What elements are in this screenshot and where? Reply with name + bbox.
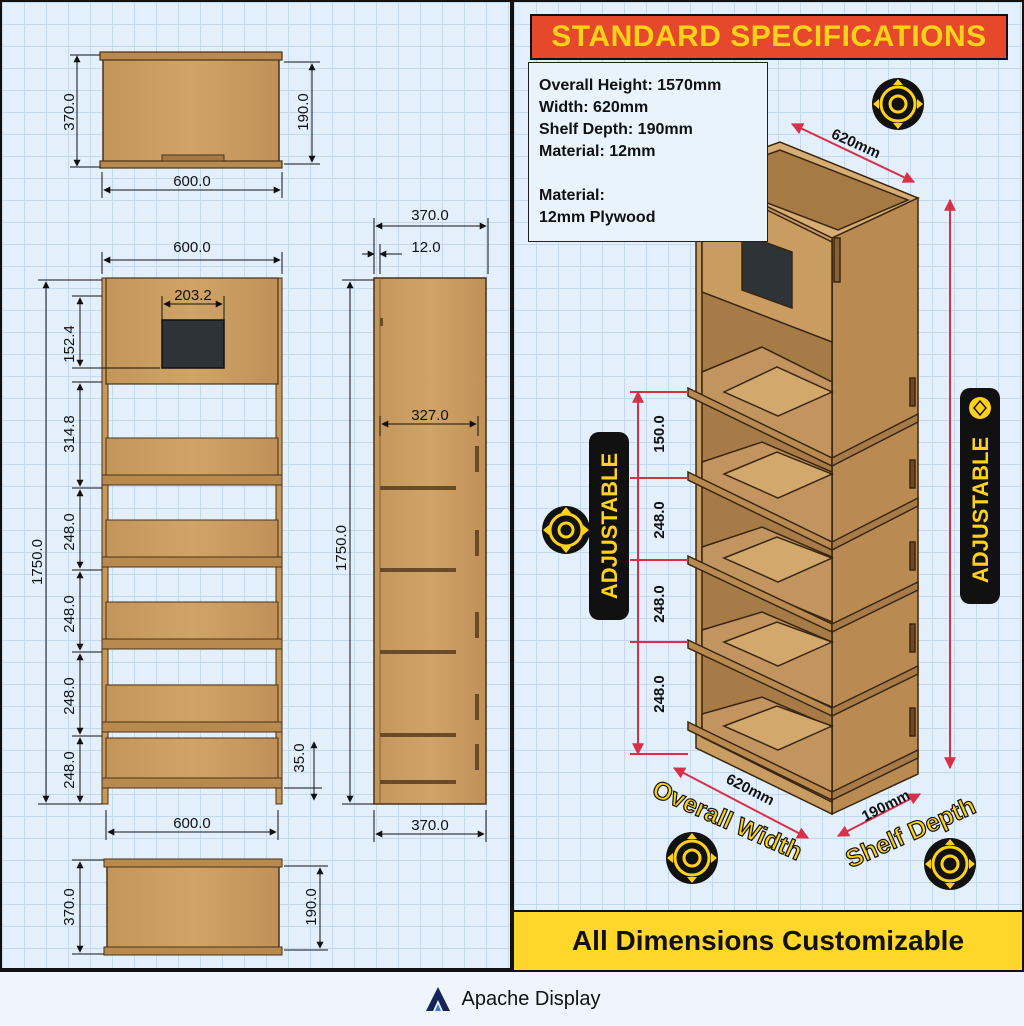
front-view-bottom-offset-label: 35.0 <box>291 743 308 772</box>
front-view-width-top-label: 600.0 <box>173 239 211 256</box>
front-view-window-width-label: 203.2 <box>174 287 212 304</box>
iso-dim-2: 248.0 <box>651 501 668 539</box>
footer: Apache Display <box>0 970 1024 1026</box>
front-view-gap-label: 314.8 <box>61 415 78 453</box>
front-view-shelf-spacing-1: 248.0 <box>61 513 78 551</box>
orthographic-drawings-panel: 370.0 190.0 600.0 600.0 <box>0 0 512 970</box>
specs-box: Overall Height: 1570mm Width: 620mm Shel… <box>528 62 768 242</box>
side-view-height-label: 1750.0 <box>333 525 350 571</box>
top-view-depth-label: 370.0 <box>61 93 78 131</box>
gear-badge-icon-top <box>872 78 924 130</box>
cabinet-illustration <box>687 141 920 816</box>
adjustable-left-pill: ADJUSTABLE <box>589 432 629 620</box>
isometric-drawing: 620mm 150.0 248.0 248.0 248.0 620mm 190m… <box>542 78 1000 890</box>
front-view-height-label: 1750.0 <box>29 539 46 585</box>
adjustable-left-label: ADJUSTABLE <box>597 453 622 599</box>
spec-line-height: Overall Height: 1570mm <box>539 77 722 94</box>
adjustable-right-label: ADJUSTABLE <box>968 437 993 583</box>
orthographic-drawings: 370.0 190.0 600.0 600.0 <box>29 51 489 956</box>
front-view-window-height-label: 152.4 <box>61 325 78 363</box>
side-view: 370.0 12.0 327.0 <box>333 207 489 842</box>
spec-line-width: Width: 620mm <box>539 99 649 116</box>
spec-material-label: Material: <box>539 187 605 204</box>
side-view-inner-label: 327.0 <box>411 407 449 424</box>
iso-dim-4: 248.0 <box>651 675 668 713</box>
top-view-inner-depth-label: 190.0 <box>295 93 312 131</box>
gear-badge-icon-left <box>542 506 590 554</box>
bottom-view: 370.0 190.0 <box>61 858 328 956</box>
bottom-view-inner-depth-label: 190.0 <box>303 888 320 926</box>
spec-line-shelf-depth: Shelf Depth: 190mm <box>539 121 693 138</box>
side-view-depth-bottom-label: 370.0 <box>411 817 449 834</box>
iso-dimension-lines <box>630 123 956 839</box>
adjust-arrows-icon <box>969 397 991 419</box>
customizable-banner: All Dimensions Customizable <box>514 910 1022 970</box>
side-view-thickness-label: 12.0 <box>411 239 440 256</box>
adjustable-right-pill: ADJUSTABLE <box>960 388 1000 604</box>
specs-title: STANDARD SPECIFICATIONS <box>530 14 1008 60</box>
front-view-shelf-spacing-3: 248.0 <box>61 677 78 715</box>
brand-logo-icon <box>425 987 450 1011</box>
spec-material-value: 12mm Plywood <box>539 209 656 226</box>
front-view-shelf-spacing-4: 248.0 <box>61 751 78 789</box>
gear-badge-icon-bottom-right <box>924 838 976 890</box>
front-view-shelf-spacing-2: 248.0 <box>61 595 78 633</box>
bottom-view-depth-label: 370.0 <box>61 888 78 926</box>
side-view-depth-top-label: 370.0 <box>411 207 449 224</box>
gear-badge-icon-bottom-left <box>666 832 718 884</box>
iso-dim-1: 150.0 <box>651 415 668 453</box>
front-view-width-bottom-label: 600.0 <box>173 815 211 832</box>
spec-line-material: Material: 12mm <box>539 143 656 160</box>
iso-top-width-label: 620mm <box>829 126 883 163</box>
front-view: 600.0 203. <box>29 239 322 840</box>
brand-name: Apache Display <box>461 987 601 1010</box>
top-view: 370.0 190.0 600.0 <box>61 51 320 198</box>
top-view-width-label: 600.0 <box>173 173 211 190</box>
iso-dim-3: 248.0 <box>651 585 668 623</box>
